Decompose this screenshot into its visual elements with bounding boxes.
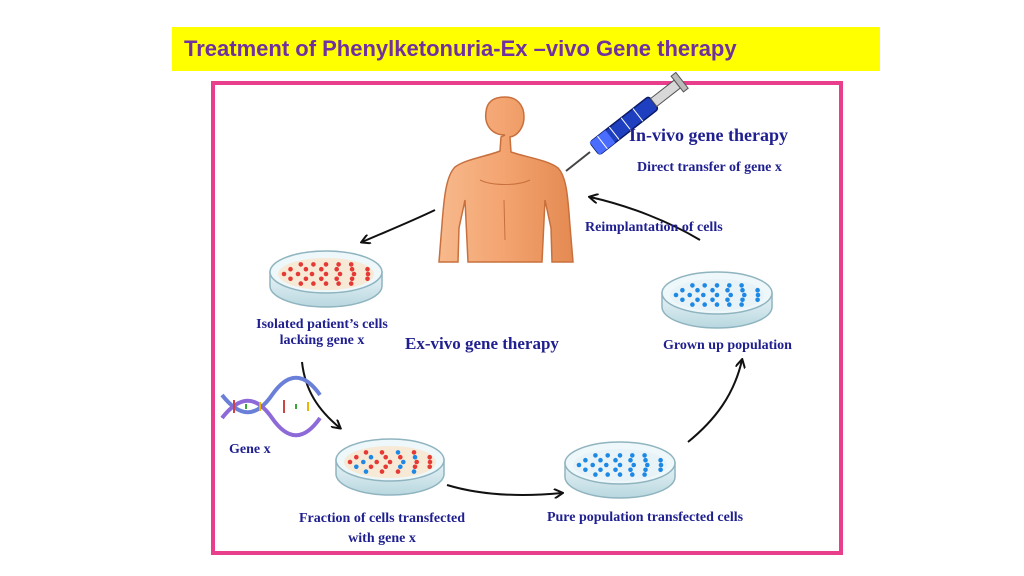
reimplantation-label: Reimplantation of cells <box>585 220 723 235</box>
in-vivo-title: In-vivo gene therapy <box>629 125 788 145</box>
petri-dish-pure-population <box>564 441 676 499</box>
arrow-fraction-to-pure <box>446 484 562 495</box>
isolated-cells-label-line1: Isolated patient’s cells <box>256 317 388 332</box>
pure-population-label: Pure population transfected cells <box>546 510 744 525</box>
human-figure <box>438 96 574 263</box>
slide-title: Treatment of Phenylketonuria-Ex –vivo Ge… <box>172 27 880 71</box>
grown-up-label: Grown up population <box>663 338 792 353</box>
dna-helix-icon <box>220 375 322 438</box>
arrow-pure-to-grown <box>687 360 742 443</box>
isolated-cells-label-line2: lacking gene x <box>279 333 365 348</box>
arrow-isolated-to-fraction <box>301 361 340 428</box>
fraction-label-line2: with gene x <box>348 531 416 546</box>
gene-x-label: Gene x <box>229 442 271 457</box>
in-vivo-subtitle: Direct transfer of gene x <box>637 160 782 175</box>
petri-dish-isolated-cells <box>269 250 383 308</box>
petri-dish-fraction-transfected <box>335 438 445 496</box>
syringe-icon <box>565 71 689 172</box>
arrow-reimplantation-to-body <box>590 197 701 241</box>
ex-vivo-title: Ex-vivo gene therapy <box>405 334 559 353</box>
petri-dish-grown-population <box>661 271 773 329</box>
arrow-body-to-isolated <box>362 209 436 242</box>
fraction-label-line1: Fraction of cells transfected <box>299 511 465 526</box>
